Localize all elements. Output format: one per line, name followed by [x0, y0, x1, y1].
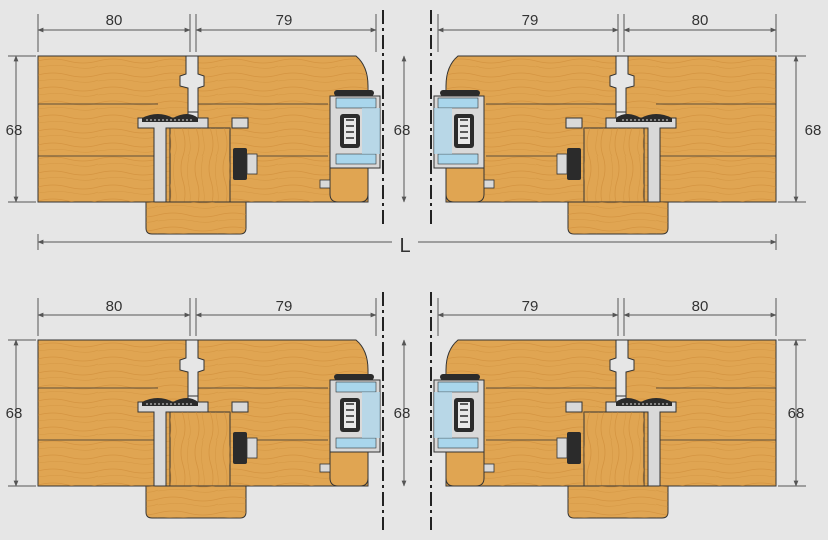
profile-top-left — [37, 55, 381, 235]
dim-bottom-right-height: 68 — [788, 405, 805, 422]
dim-top-left-height: 68 — [6, 122, 23, 139]
profile-top-right — [433, 55, 777, 235]
dim-bottom-left-inner-width: 79 — [276, 298, 293, 315]
dim-top-right-height: 68 — [805, 122, 822, 139]
dim-bottom-left-width: 80 — [106, 298, 123, 315]
dim-bottom-right-inner-width: 79 — [522, 298, 539, 315]
dim-top-right-width: 80 — [692, 12, 709, 29]
profile-bottom-left — [37, 339, 381, 519]
center-axis-dashdot — [382, 10, 432, 530]
dim-bottom-left-height: 68 — [6, 405, 23, 422]
dim-top-left-inner-width: 79 — [276, 12, 293, 29]
dim-top-left-width: 80 — [106, 12, 123, 29]
dim-top-center-height: 68 — [394, 122, 411, 139]
dim-bottom-right-width: 80 — [692, 298, 709, 315]
dim-bottom-center-height: 68 — [394, 405, 411, 422]
profile-bottom-right — [433, 339, 777, 519]
dim-span-label: L — [399, 235, 410, 257]
dim-top-right-inner-width: 79 — [522, 12, 539, 29]
